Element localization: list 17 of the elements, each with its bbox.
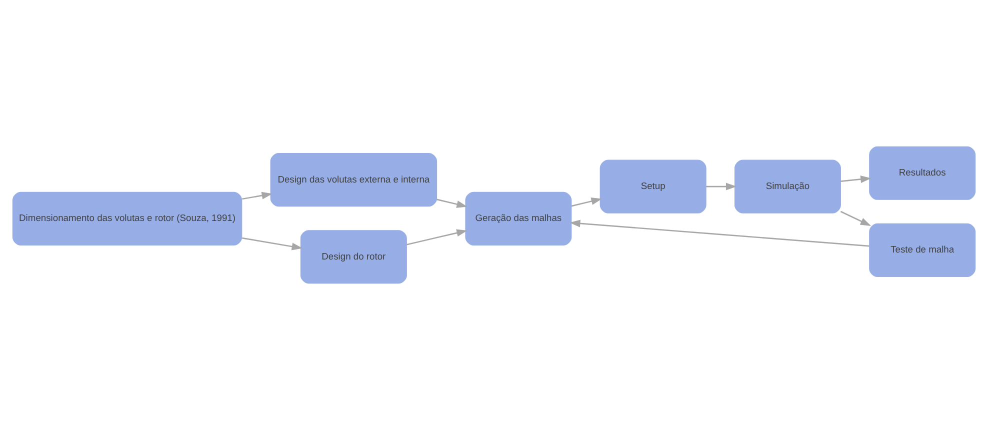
node-box: Dimensionamento das volutas e rotor (Souza, 1991) <box>12 192 242 246</box>
node-box: Design das volutas externa e interna <box>270 153 438 207</box>
node-box: Resultados <box>869 146 976 200</box>
arrow <box>571 198 602 207</box>
arrow <box>840 210 872 226</box>
node-box: Simulação <box>734 160 841 214</box>
arrow <box>242 237 303 250</box>
arrow <box>242 192 273 200</box>
arrow <box>406 229 468 246</box>
node-box: Setup <box>600 160 706 214</box>
arrow <box>570 220 870 247</box>
node-box: Teste de malha <box>869 223 976 277</box>
node-box: Design do rotor <box>300 230 407 284</box>
arrow <box>436 198 468 208</box>
arrow <box>706 182 737 190</box>
node-box: Geração das malhas <box>465 192 572 246</box>
arrow <box>840 176 872 184</box>
